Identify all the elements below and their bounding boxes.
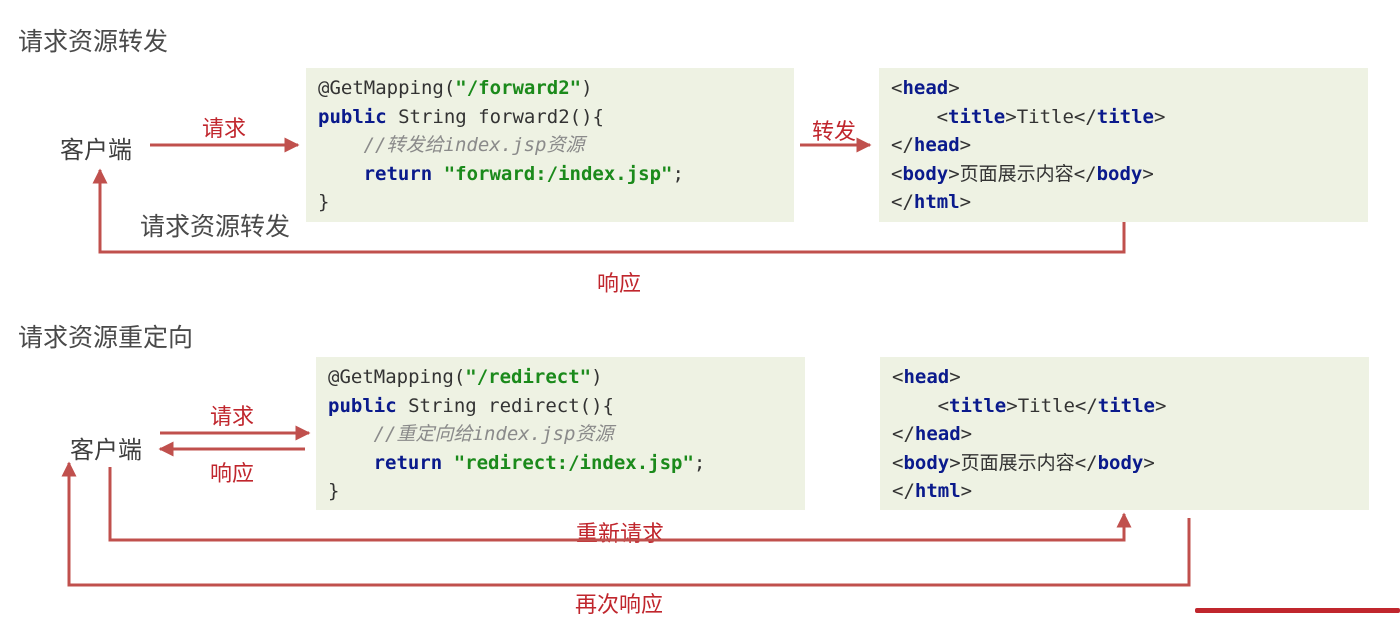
redirect-controller-code: @GetMapping("/redirect") public String r…: [316, 357, 805, 510]
redirect-heading: 请求资源重定向: [18, 323, 194, 352]
redirect-response-label: 响应: [210, 462, 255, 487]
forward-response-label: 响应: [597, 272, 642, 297]
redirect-html-code: <head> <title>Title</title> </head> <bod…: [880, 357, 1369, 510]
forward-request-label: 请求: [202, 117, 247, 142]
code-line: @GetMapping("/redirect"): [328, 366, 603, 388]
forward-client-label: 客户端: [60, 136, 132, 164]
forward-html-code: <head> <title>Title</title> </head> <bod…: [879, 68, 1368, 222]
forward-heading: 请求资源转发: [18, 27, 169, 56]
forward-response-arrow: [92, 168, 1126, 254]
forward-caption: 请求资源转发: [140, 212, 291, 241]
html-line: <body>页面展示内容</body>: [891, 162, 1154, 185]
decorative-corner-bar: [1195, 608, 1400, 613]
code-line: return "forward:/index.jsp";: [363, 162, 684, 185]
html-line: </head>: [891, 134, 972, 156]
html-line: <title>Title</title>: [936, 105, 1166, 128]
code-comment-line: //重定向给index.jsp资源: [373, 423, 614, 445]
html-line: <head>: [891, 77, 960, 99]
code-line: return "redirect:/index.jsp";: [373, 451, 706, 474]
code-line: }: [328, 480, 340, 502]
redirect-rerequest-arrow: [108, 467, 1132, 542]
forward-forward-label: 转发: [812, 120, 857, 145]
code-line: @GetMapping("/forward2"): [318, 77, 593, 99]
html-line: <title>Title</title>: [937, 394, 1167, 417]
code-line: public String forward2(){: [318, 105, 604, 128]
html-line: </html>: [892, 480, 973, 502]
code-line: }: [318, 191, 330, 213]
redirect-reresponse-arrow: [61, 461, 1191, 587]
code-comment-line: //转发给index.jsp资源: [363, 134, 585, 156]
redirect-request-label: 请求: [210, 405, 255, 430]
redirect-rerequest-label: 重新请求: [576, 522, 665, 547]
redirect-client-label: 客户端: [70, 436, 142, 464]
forward-controller-code: @GetMapping("/forward2") public String f…: [306, 68, 794, 222]
html-line: </html>: [891, 191, 972, 213]
code-line: public String redirect(){: [328, 394, 614, 417]
html-line: <body>页面展示内容</body>: [892, 451, 1155, 474]
html-line: <head>: [892, 366, 961, 388]
html-line: </head>: [892, 423, 973, 445]
